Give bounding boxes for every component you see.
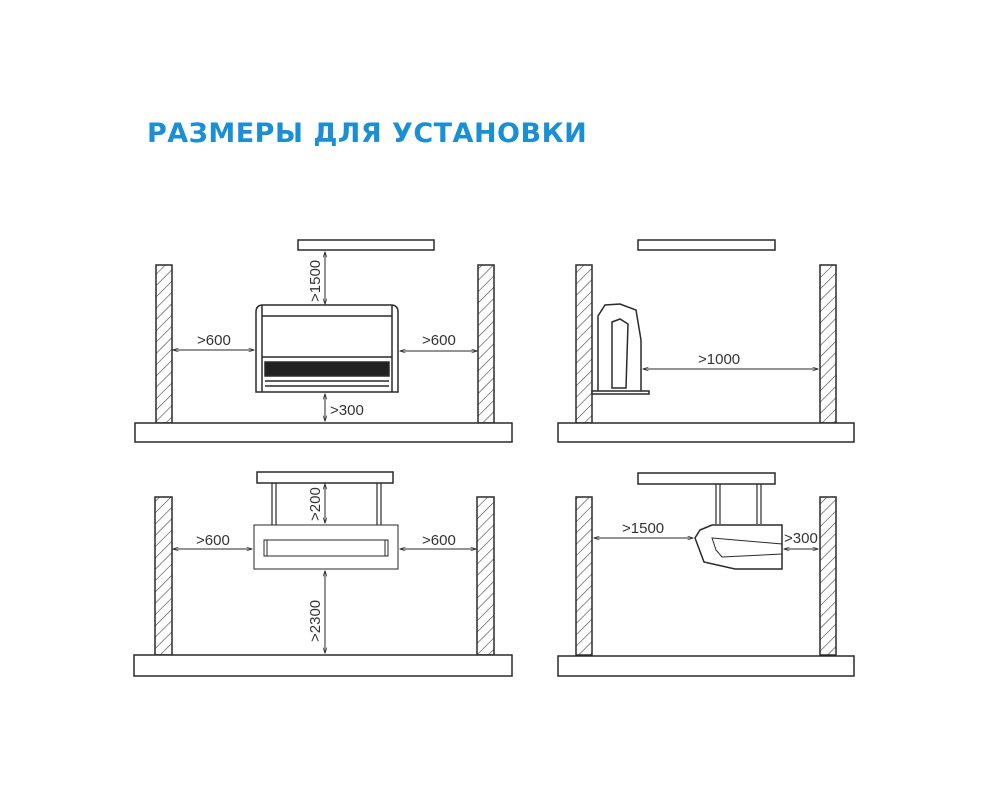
right-wall <box>819 496 837 656</box>
left-wall <box>155 264 173 424</box>
floor-slab <box>134 422 513 443</box>
diagram-ceiling-suspended-front <box>133 471 513 677</box>
indoor-unit <box>255 304 399 393</box>
dim-front: >1000 <box>698 351 740 368</box>
floor-slab <box>133 654 513 677</box>
ceiling-slab <box>256 471 394 484</box>
floor-slab <box>557 422 855 443</box>
diagram-ceiling-suspended-side <box>557 472 855 677</box>
left-wall <box>575 264 593 424</box>
diagram-floor-ceiling-front <box>134 239 513 443</box>
dim-left: >600 <box>197 332 231 349</box>
indoor-unit-side <box>591 303 650 395</box>
diagram-floor-standing-side <box>557 239 855 443</box>
floor-slab <box>557 655 855 677</box>
dim-front: >1500 <box>622 520 664 537</box>
ceiling-slab <box>297 239 435 251</box>
dim-top: >1500 <box>307 260 324 302</box>
dim-back: >300 <box>784 530 818 547</box>
dim-left: >600 <box>196 532 230 549</box>
left-wall <box>575 496 593 656</box>
hanger-rods <box>270 483 383 532</box>
ceiling-slab <box>637 472 776 485</box>
indoor-unit-side <box>694 524 783 570</box>
dim-top: >200 <box>307 487 324 521</box>
dim-bottom: >2300 <box>307 600 324 642</box>
page-title: РАЗМЕРЫ ДЛЯ УСТАНОВКИ <box>147 118 588 149</box>
dim-right: >600 <box>422 332 456 349</box>
right-wall <box>477 264 495 424</box>
indoor-unit <box>253 524 399 570</box>
dim-right: >600 <box>422 532 456 549</box>
dim-bottom: >300 <box>330 402 364 419</box>
right-wall <box>819 264 837 424</box>
right-wall <box>476 496 495 656</box>
ceiling-slab <box>637 239 776 251</box>
left-wall <box>154 496 173 656</box>
hanger-rods <box>715 484 762 524</box>
